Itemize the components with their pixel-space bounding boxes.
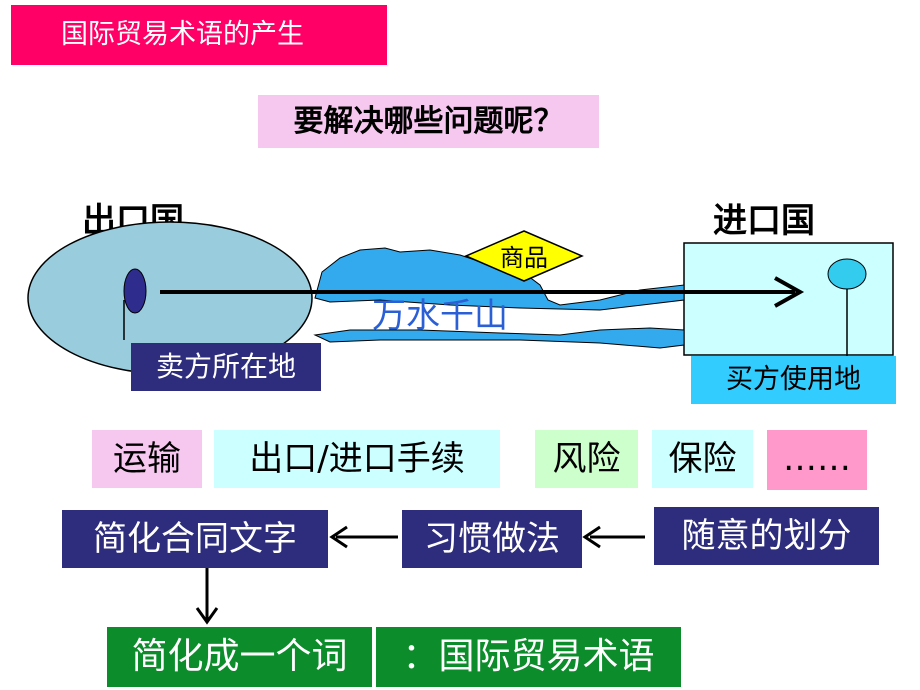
goods-label: 商品: [500, 244, 548, 272]
import-country-label: 进口国: [713, 201, 815, 241]
result-simplify-word: 简化成一个词: [107, 627, 372, 687]
flow-custom-practice: 习惯做法: [402, 510, 582, 568]
flow-simplify-contract: 简化合同文字: [62, 510, 328, 568]
issue-more: ……: [767, 430, 867, 490]
issue-insurance: 保险: [652, 430, 753, 488]
issue-transport: 运输: [92, 430, 202, 488]
seller-point: [123, 268, 147, 314]
buyer-point: [827, 258, 867, 290]
seller-location-label: 卖方所在地: [131, 343, 321, 391]
page-title: 国际贸易术语的产生: [11, 5, 387, 65]
river-shape: [313, 327, 685, 349]
mountain-shape: [314, 247, 685, 311]
buyer-location-label: 买方使用地: [691, 356, 896, 404]
result-trade-terms: ：国际贸易术语: [376, 627, 681, 687]
terrain-label: 万水千山: [372, 296, 508, 336]
flow-random-division: 随意的划分: [654, 507, 879, 565]
question-banner: 要解决哪些问题呢？: [258, 95, 599, 148]
goods-diamond: [464, 230, 584, 282]
issue-risk: 风险: [535, 430, 638, 488]
issue-customs: 出口/进口手续: [214, 430, 500, 488]
